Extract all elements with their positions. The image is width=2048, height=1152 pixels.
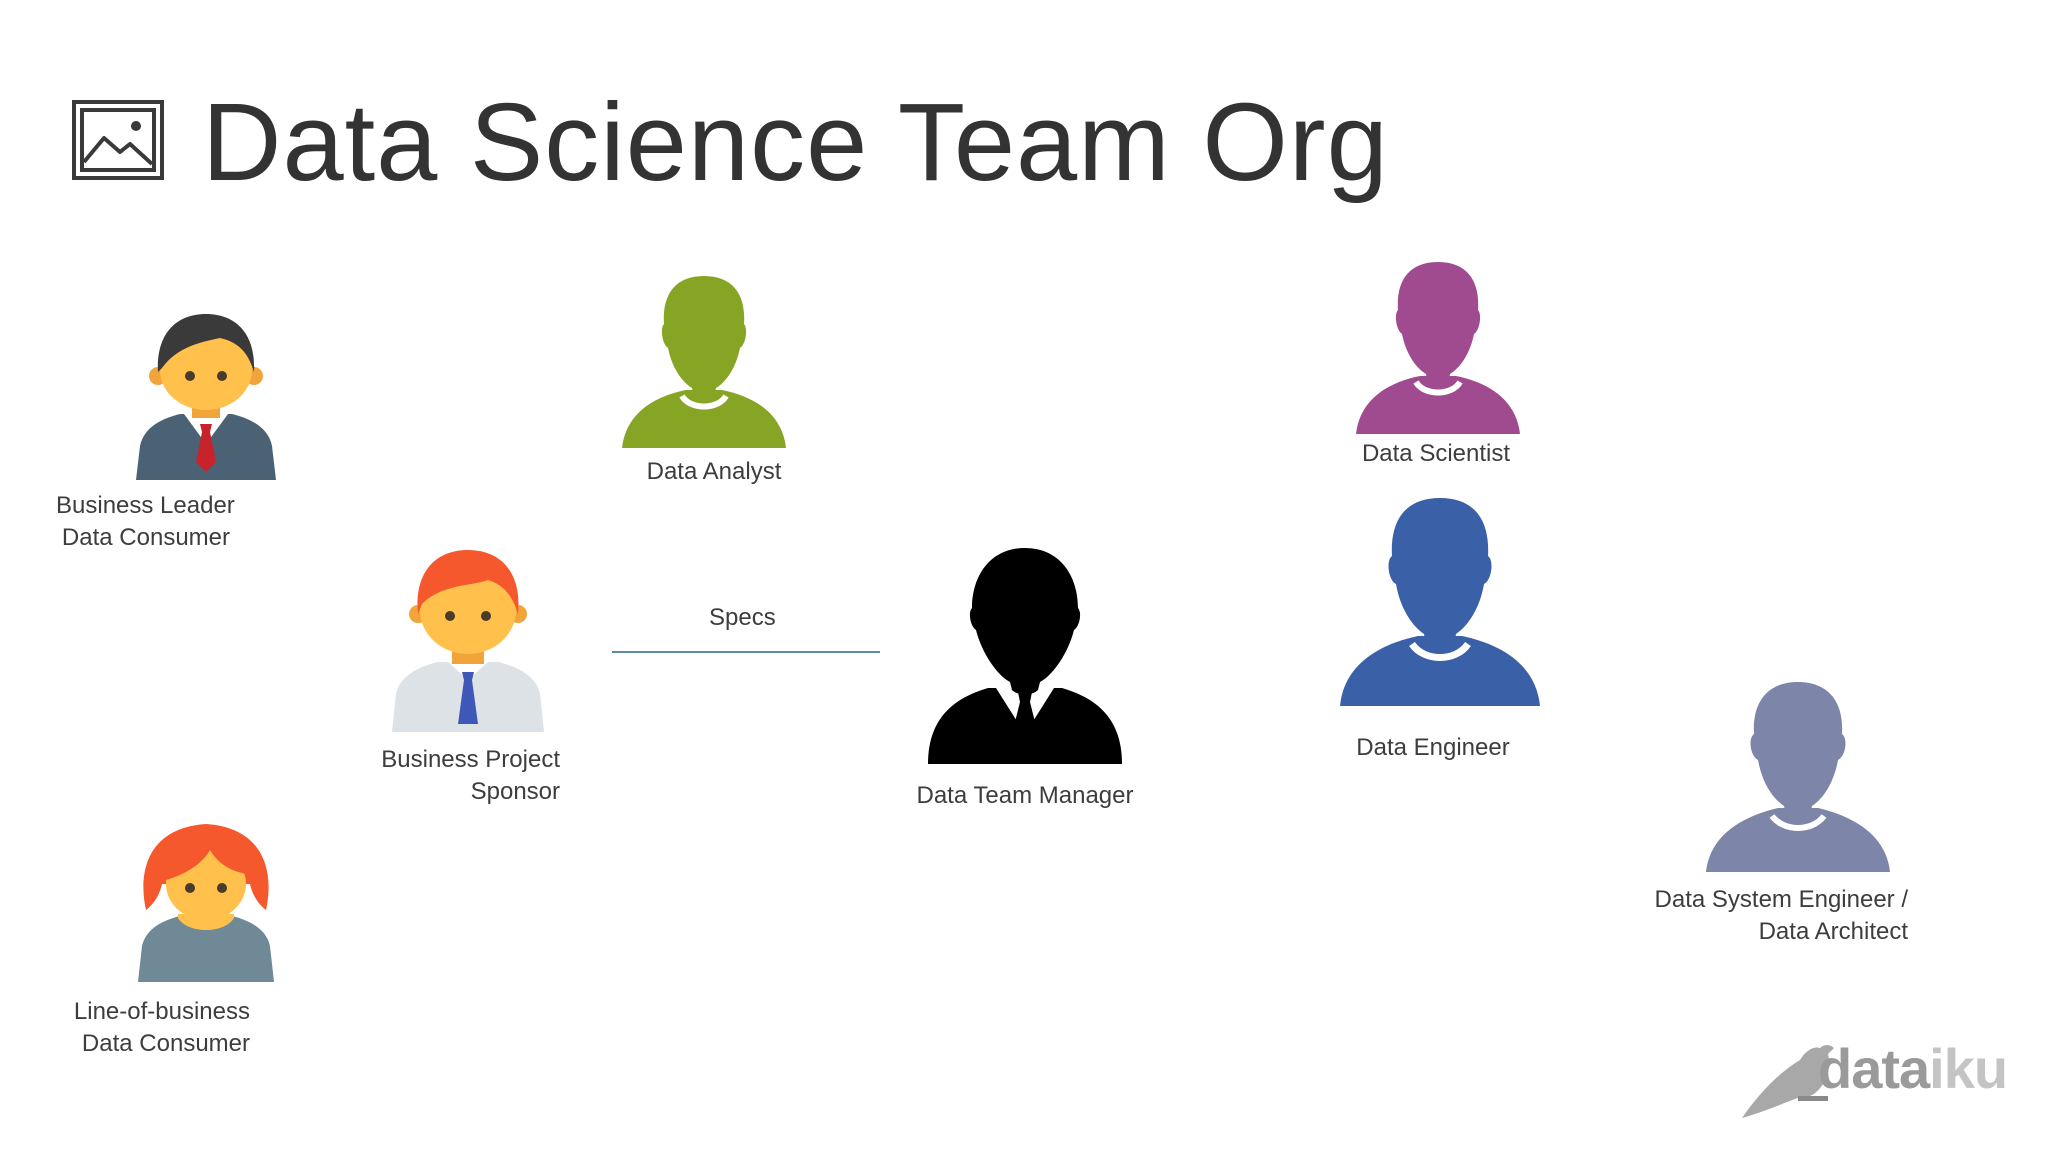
data-system-engineer-silhouette-icon	[1706, 682, 1890, 872]
data-system-engineer-label: Data System Engineer / Data Architect	[1614, 884, 1908, 948]
business-project-sponsor-label: Business Project Sponsor	[366, 744, 560, 808]
line-of-business-label-line2: Data Consumer	[81, 1030, 250, 1057]
data-analyst-label: Data Analyst	[646, 458, 782, 485]
line-of-business-label-line1: Line-of-business	[73, 998, 250, 1025]
logo-text-part2: iku	[1929, 1037, 2008, 1100]
business-leader-label-line2: Data Consumer	[61, 524, 230, 551]
data-scientist-label: Data Scientist	[1361, 440, 1511, 467]
business-leader-label-line1: Business Leader	[56, 492, 235, 519]
data-team-manager-silhouette-icon	[928, 548, 1122, 764]
data-system-engineer-label-line1: Data System Engineer /	[1654, 886, 1908, 913]
line-of-business-label: Line-of-business Data Consumer	[52, 996, 250, 1060]
image-icon	[72, 100, 164, 180]
business-project-sponsor-label-line2: Sponsor	[470, 778, 560, 805]
data-engineer-label: Data Engineer	[1356, 734, 1510, 761]
specs-connector-line	[612, 651, 880, 653]
page-title: Data Science Team Org	[202, 81, 1389, 204]
dataiku-logo: dataiku	[1818, 1036, 2008, 1101]
data-team-manager-label: Data Team Manager	[916, 782, 1134, 809]
line-of-business-avatar-icon	[138, 824, 274, 982]
business-leader-avatar-icon	[136, 314, 276, 480]
bird-icon	[1742, 1045, 1834, 1118]
business-project-sponsor-avatar-icon	[392, 550, 544, 732]
business-project-sponsor-label-line1: Business Project	[381, 746, 560, 773]
data-system-engineer-label-line2: Data Architect	[1758, 918, 1908, 945]
logo-text-part1: data	[1818, 1037, 1930, 1100]
business-leader-label: Business Leader Data Consumer	[56, 490, 235, 554]
data-scientist-silhouette-icon	[1356, 262, 1520, 434]
data-engineer-silhouette-icon	[1340, 498, 1540, 706]
specs-edge-label: Specs	[709, 604, 776, 631]
data-analyst-silhouette-icon	[622, 276, 786, 448]
